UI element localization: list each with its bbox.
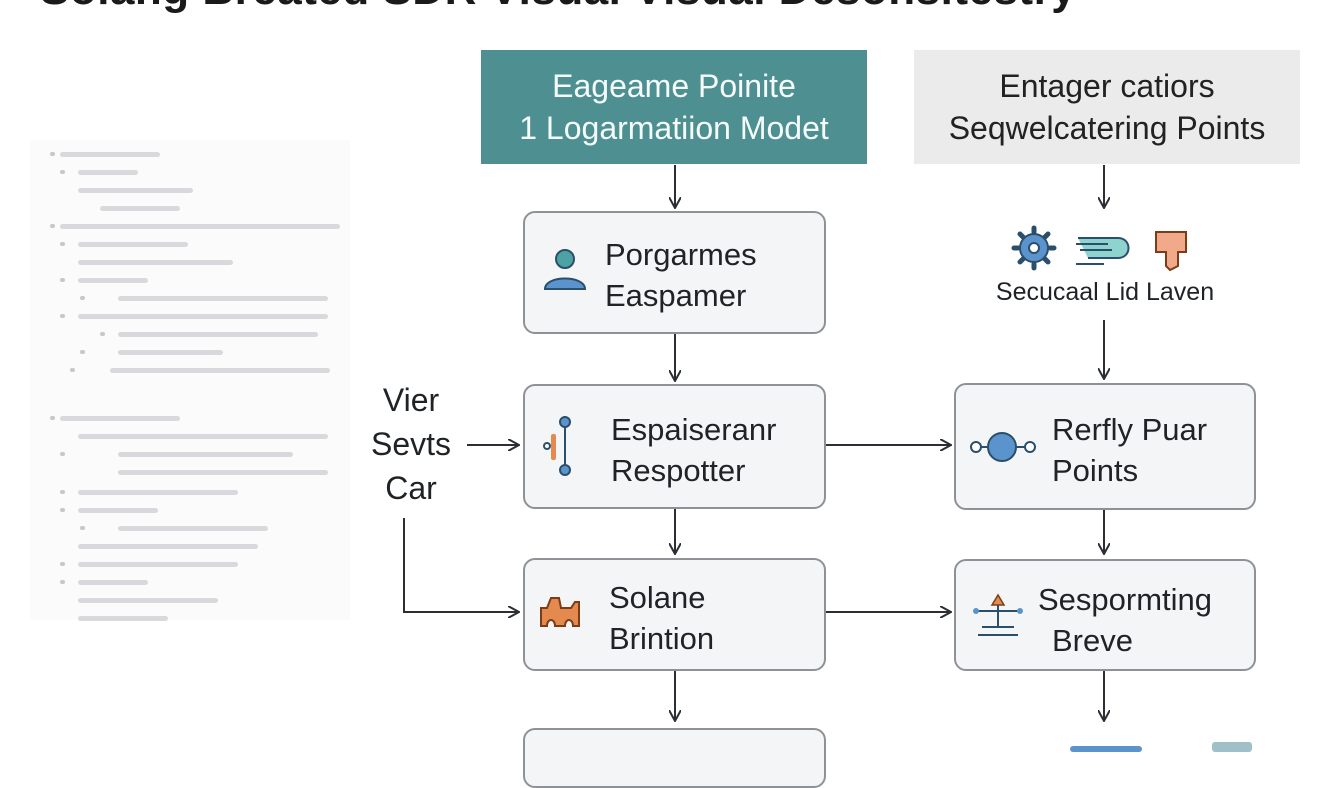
car-icon: [540, 597, 580, 627]
page-title: Solang Breated SDR Visual Visual Desonsi…: [40, 0, 1340, 18]
side-label-line1: Vier: [382, 382, 440, 418]
gear-icon: [1011, 225, 1057, 271]
model-header-line2: 1 Logarmatiion Modet: [519, 110, 829, 146]
box-label-line1: Solane: [609, 580, 706, 615]
box-label-line1: Rerfly Puar: [1052, 412, 1208, 447]
box-label-line2: Breve: [1052, 623, 1133, 658]
box-label-line1: Porgarmes: [605, 237, 757, 272]
process-box-espaiseranr[interactable]: Espaiseranr Respotter: [523, 384, 826, 509]
process-box-porgarmes[interactable]: Porgarmes Easpamer: [523, 211, 826, 334]
side-input-label: Vier Sevts Car: [356, 378, 466, 510]
process-box-solane[interactable]: Solane Brintion: [523, 558, 826, 671]
user-icon: [543, 249, 587, 290]
icon-cluster-label: Secucaal Lid Laven: [995, 278, 1215, 306]
partial-bar: [1212, 742, 1252, 752]
speed-icon: [1076, 237, 1130, 265]
points-header-line2: Seqwelcatering Points: [948, 110, 1266, 146]
slider-icon: [543, 416, 571, 476]
box-label-line1: Sespormting: [1038, 582, 1213, 617]
side-label-line3: Car: [385, 470, 437, 506]
box-label-line2: Respotter: [611, 453, 746, 488]
process-box-rerfly[interactable]: Rerfly Puar Points: [954, 383, 1256, 510]
nodes-icon: [970, 432, 1036, 462]
process-box-sespormting[interactable]: Sespormting Breve: [954, 559, 1256, 671]
outline-sidebar: [30, 140, 350, 621]
flow-arrows: [403, 165, 1344, 750]
box-label-line2: Points: [1052, 453, 1139, 488]
points-header: Entager catiors Seqwelcatering Points: [914, 50, 1300, 164]
points-header-line1: Entager catiors: [999, 68, 1215, 104]
model-header-line1: Eageame Poinite: [552, 68, 796, 104]
box-label-line2: Brintion: [609, 621, 715, 656]
scale-icon: [973, 593, 1023, 636]
process-box-partial-left[interactable]: [523, 728, 826, 788]
partial-bar: [1070, 746, 1142, 752]
side-label-line2: Sevts: [370, 426, 452, 462]
shield-icon: [1155, 231, 1187, 272]
box-label-line2: Easpamer: [605, 278, 747, 313]
box-label-line1: Espaiseranr: [611, 412, 777, 447]
icon-cluster: [1011, 225, 1187, 272]
model-header: Eageame Poinite 1 Logarmatiion Modet: [481, 50, 867, 164]
